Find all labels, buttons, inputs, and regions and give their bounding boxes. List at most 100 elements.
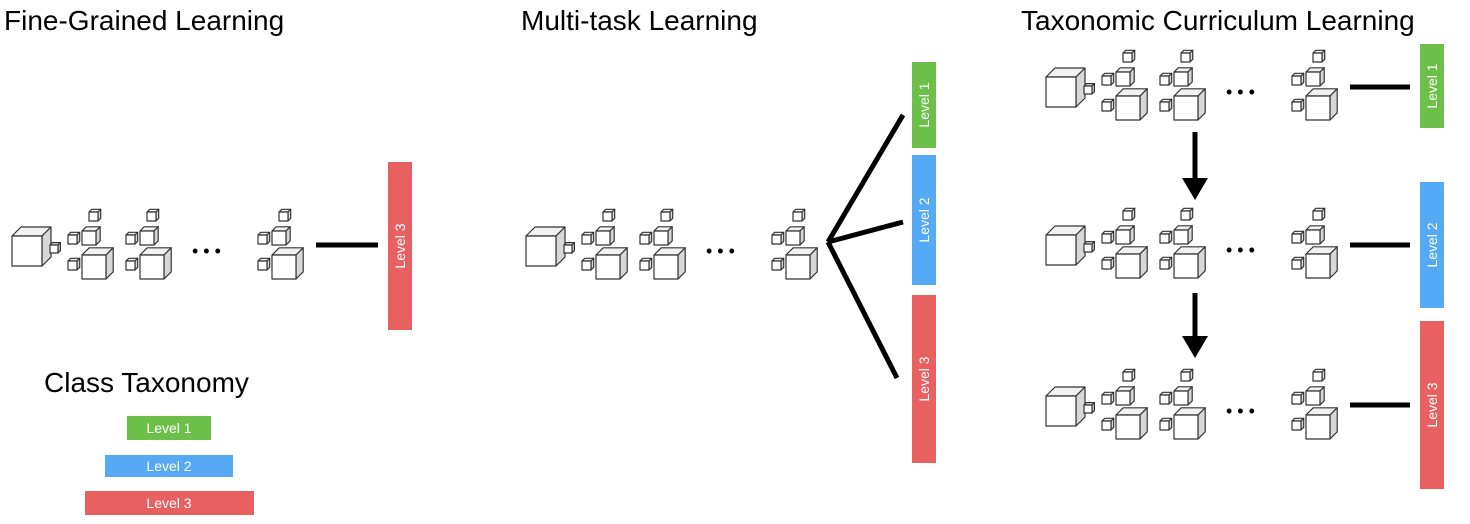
curriculum-level-2-label: Level 2 <box>1424 222 1440 267</box>
curriculum-pipeline-level-2: • • • <box>1046 208 1337 278</box>
cube-icon <box>640 232 652 244</box>
multi-task-pipeline: • • • <box>526 209 817 279</box>
cube-icon <box>82 227 100 245</box>
cube-icon <box>1306 226 1324 244</box>
cube-icon <box>1084 403 1094 413</box>
cube-icon <box>89 209 101 221</box>
fine-grained-level-3-head: Level 3 <box>388 162 412 330</box>
taxonomic-curriculum-learning-title: Taxonomic Curriculum Learning <box>1021 5 1415 36</box>
cube-icon <box>1084 242 1094 252</box>
cube-icon <box>596 248 627 279</box>
multi-task-connector-level-3 <box>825 240 900 380</box>
taxonomy-level-2-label: Level 2 <box>146 458 191 474</box>
cube-icon <box>1174 387 1192 405</box>
cube-icon <box>1313 50 1325 62</box>
cube-icon <box>1174 247 1205 278</box>
ellipsis-dots: • • • <box>706 241 735 261</box>
curriculum-level-3-label: Level 3 <box>1424 382 1440 427</box>
cube-icon <box>1102 257 1114 269</box>
cube-icon <box>258 258 270 270</box>
taxonomy-level-2: Level 2 <box>105 455 233 477</box>
cube-icon <box>68 258 80 270</box>
curriculum-arrows <box>1182 132 1208 358</box>
cube-icon <box>786 248 817 279</box>
curriculum-pipeline-level-1: • • • <box>1046 50 1337 120</box>
cube-icon <box>68 232 80 244</box>
multi-task-level-3-label: Level 3 <box>916 356 932 401</box>
cube-icon <box>1292 99 1304 111</box>
ellipsis-dots: • • • <box>1226 240 1255 260</box>
cube-icon <box>1116 226 1134 244</box>
multi-task-level-3-head: Level 3 <box>912 295 936 463</box>
cube-icon <box>1123 208 1135 220</box>
cube-icon <box>1102 99 1114 111</box>
cube-icon <box>793 209 805 221</box>
cube-icon <box>786 227 804 245</box>
cube-icon <box>140 248 171 279</box>
cube-icon <box>258 232 270 244</box>
cube-icon <box>1160 231 1172 243</box>
cube-icon <box>12 227 51 266</box>
cube-icon <box>1174 89 1205 120</box>
cube-icon <box>1102 418 1114 430</box>
cube-icon <box>1313 208 1325 220</box>
cube-icon <box>1102 231 1114 243</box>
cube-icon <box>1292 418 1304 430</box>
cube-icon <box>272 227 290 245</box>
taxonomy-level-3: Level 3 <box>85 491 254 515</box>
cube-icon <box>50 243 60 253</box>
multi-task-level-1-label: Level 1 <box>916 82 932 127</box>
curriculum-level-1-label: Level 1 <box>1424 63 1440 108</box>
curriculum-arrow-1-to-2 <box>1182 132 1208 200</box>
cube-icon <box>1292 257 1304 269</box>
cube-icon <box>1181 369 1193 381</box>
fine-grained-learning-title: Fine-Grained Learning <box>4 5 285 36</box>
cube-icon <box>1116 408 1147 439</box>
cube-icon <box>1160 99 1172 111</box>
image-cube-clusters: • • • • • • • • • • • • • • • <box>12 50 1337 439</box>
cube-icon <box>1160 418 1172 430</box>
curriculum-level-2-head: Level 2 <box>1420 182 1444 308</box>
cube-icon <box>1306 247 1337 278</box>
multi-task-connector-level-2 <box>827 219 904 245</box>
multi-task-connector-level-1 <box>825 113 906 244</box>
cube-icon <box>772 258 784 270</box>
cube-icon <box>1116 68 1134 86</box>
cube-icon <box>1181 208 1193 220</box>
connector-lines <box>316 84 1410 408</box>
cube-icon <box>1292 73 1304 85</box>
cube-icon <box>582 258 594 270</box>
cube-icon <box>564 243 574 253</box>
cube-icon <box>1174 68 1192 86</box>
cube-icon <box>1102 392 1114 404</box>
cube-icon <box>654 248 685 279</box>
multi-task-level-2-head: Level 2 <box>912 155 936 285</box>
cube-icon <box>1160 73 1172 85</box>
cube-icon <box>1306 387 1324 405</box>
curriculum-level-1-head: Level 1 <box>1420 44 1444 128</box>
cube-icon <box>1116 247 1147 278</box>
cube-icon <box>1292 392 1304 404</box>
cube-icon <box>526 227 565 266</box>
cube-icon <box>1160 257 1172 269</box>
cube-icon <box>126 232 138 244</box>
multi-task-level-2-label: Level 2 <box>916 197 932 242</box>
cube-icon <box>1174 408 1205 439</box>
fine-grained-pipeline: • • • <box>12 209 303 279</box>
cube-icon <box>1292 231 1304 243</box>
cube-icon <box>1046 226 1085 265</box>
cube-icon <box>1116 387 1134 405</box>
ellipsis-dots: • • • <box>1226 401 1255 421</box>
cube-icon <box>640 258 652 270</box>
curriculum-pipeline-level-3: • • • <box>1046 369 1337 439</box>
cube-icon <box>279 209 291 221</box>
cube-icon <box>1160 392 1172 404</box>
cube-icon <box>582 232 594 244</box>
class-taxonomy-title: Class Taxonomy <box>44 367 249 398</box>
cube-icon <box>772 232 784 244</box>
cube-icon <box>603 209 615 221</box>
cube-icon <box>1181 50 1193 62</box>
cube-icon <box>126 258 138 270</box>
taxonomy-level-1-label: Level 1 <box>146 420 191 436</box>
